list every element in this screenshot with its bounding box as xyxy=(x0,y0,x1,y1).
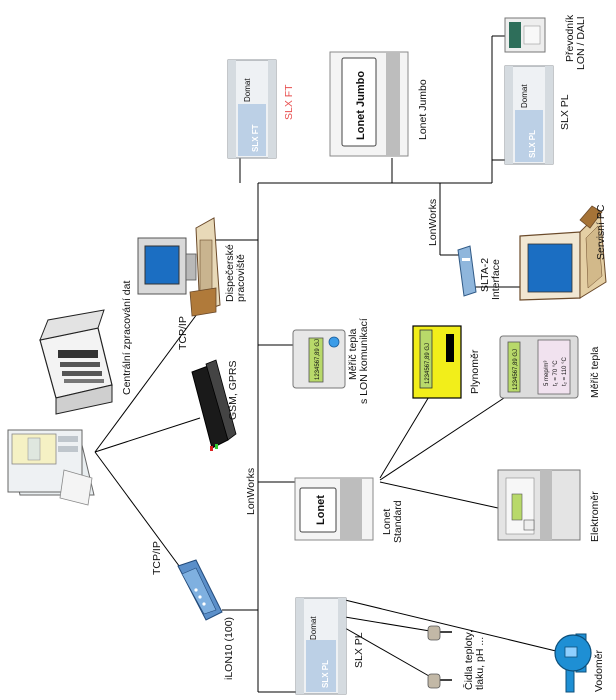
server-rack-icon[interactable] xyxy=(39,309,113,415)
dispatch-label-line1: Dispečerské xyxy=(224,244,236,302)
lonet-standard-label-line2: Standard xyxy=(392,500,404,543)
tcpip-top-label: TCP/IP xyxy=(177,316,189,350)
gsm-label: GSM, GPRS xyxy=(227,360,239,420)
gas-meter-label: Plynoměr xyxy=(469,349,481,394)
dispatch-workstation-icon[interactable] xyxy=(137,217,221,317)
heat-meter-device[interactable]: 1234567,89 GJ 5 mep/m³ t₁ = 70 °C t₂ = 1… xyxy=(499,335,579,399)
slx-pl-top-model: SLX PL xyxy=(528,130,537,158)
lonet-to-gas xyxy=(379,394,431,479)
temperature-sensor-1-icon[interactable] xyxy=(427,625,452,641)
sensors-label-line2: tlaku, pH ... xyxy=(474,637,486,690)
heat-line3: t₂ = 110 °C xyxy=(562,357,568,386)
lonet-jumbo-device[interactable]: Lonet Jumbo xyxy=(329,51,409,157)
slx-ft-brand: Domat xyxy=(243,78,252,102)
lonworks-right-label: LonWorks xyxy=(427,199,439,246)
lonet-jumbo-label: Lonet Jumbo xyxy=(417,79,429,140)
sensors-label-line1: Čidla teploty, xyxy=(462,630,475,690)
slx-ft-label: SLX FT xyxy=(283,84,295,120)
central-data-label: Centrální zpracování dat xyxy=(121,281,133,395)
water-meter-icon[interactable] xyxy=(554,633,592,693)
converter-label-line2: LON / DALI xyxy=(575,16,587,70)
central-to-ilon xyxy=(94,451,189,579)
slx-pl-bottom-brand: Domat xyxy=(309,616,318,640)
service-pc-label: Servisní PC xyxy=(595,204,607,260)
lonet-standard-badge: Lonet xyxy=(315,495,327,525)
service-pc-icon[interactable] xyxy=(519,205,607,301)
slx-pl-bottom-model: SLX PL xyxy=(321,660,330,688)
central-computer-icon[interactable] xyxy=(7,429,95,506)
heat-reading: 1234567,89 GJ xyxy=(513,349,519,390)
gas-reading: 1234567,89 GJ xyxy=(425,343,431,384)
temperature-sensor-2-icon[interactable] xyxy=(427,673,452,689)
heat-line2: t₁ = 70 °C xyxy=(553,360,559,386)
central-to-dispatch xyxy=(94,309,201,453)
lonworks-left-label: LonWorks xyxy=(245,468,257,515)
slx-pl-top-device[interactable]: Domat SLX PL xyxy=(504,65,554,165)
slx-ft-device[interactable]: Domat SLX FT xyxy=(227,59,277,159)
electric-meter-device[interactable] xyxy=(497,469,581,541)
slx-pl-bottom-device[interactable]: Domat SLX PL xyxy=(295,597,347,695)
heat-meter-label: Měřič tepla xyxy=(589,346,601,398)
heat-lon-reading: 1234567,89 GJ xyxy=(315,339,321,380)
gas-meter-device[interactable]: 1234567,89 GJ xyxy=(412,325,462,399)
slx-to-water xyxy=(344,599,561,653)
lonet-to-heat xyxy=(379,397,505,481)
slta-label-line2: Interface xyxy=(490,259,502,300)
heat-lon-label-line1: Měřič tepla xyxy=(347,328,359,380)
lonet-to-electric xyxy=(379,481,499,509)
dispatch-label-line2: pracoviště xyxy=(235,254,247,302)
electric-meter-label: Elektroměr xyxy=(589,491,601,542)
slx-pl-top-label: SLX PL xyxy=(559,94,571,130)
ilon-router-icon[interactable] xyxy=(177,559,223,621)
slx-to-sensor1 xyxy=(344,616,437,633)
slx-ft-model: SLX FT xyxy=(251,124,260,152)
gsm-modem-icon[interactable] xyxy=(191,359,237,451)
lonet-standard-label-line1: Lonet xyxy=(381,509,393,535)
lonet-standard-device[interactable]: Lonet xyxy=(294,477,374,541)
central-to-gsm xyxy=(94,417,201,453)
heat-meter-lon-device[interactable]: 1234567,89 GJ xyxy=(292,329,346,389)
slta-interface-device[interactable] xyxy=(457,245,477,297)
slx-pl-bottom-label: SLX PL xyxy=(353,632,365,668)
slta-label-line1: SLTA-2 xyxy=(479,258,491,292)
heat-line1: 5 mep/m³ xyxy=(544,361,550,386)
lon-dali-converter-device[interactable] xyxy=(504,17,546,53)
water-meter-label: Vodoměr xyxy=(593,649,605,692)
slx-to-sensor2 xyxy=(344,627,437,681)
tcpip-left-label: TCP/IP xyxy=(151,541,163,575)
lonet-jumbo-badge: Lonet Jumbo xyxy=(355,71,367,140)
ilon-label: iLON10 (100) xyxy=(223,617,235,680)
slx-pl-top-brand: Domat xyxy=(520,84,529,108)
converter-label-line1: Převodník xyxy=(564,14,576,62)
heat-lon-label-line2: s LON komunikací xyxy=(358,318,370,404)
